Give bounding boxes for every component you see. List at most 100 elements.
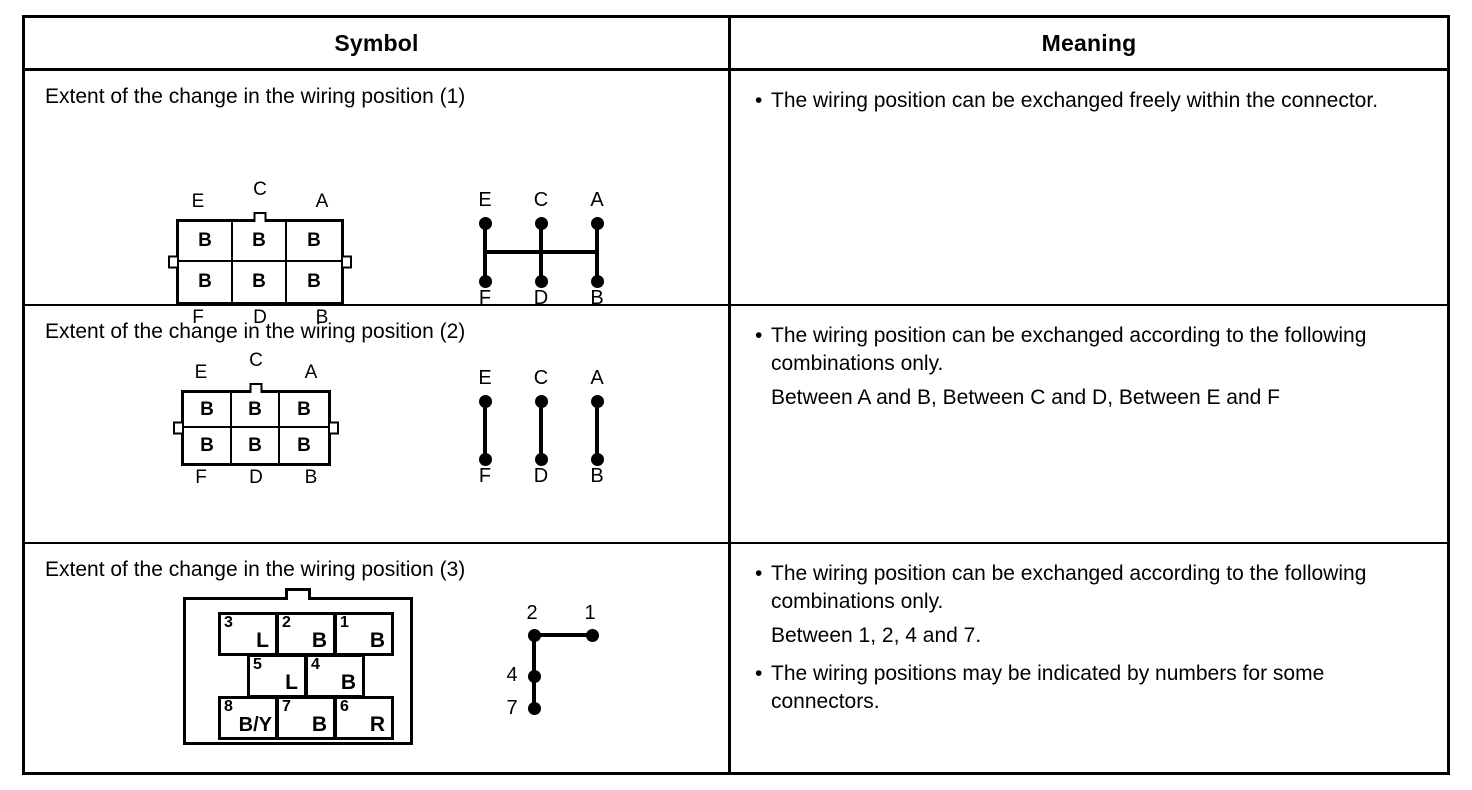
schematic-label-a: A xyxy=(590,367,604,389)
connector-cell: B xyxy=(287,222,341,262)
schematic-node xyxy=(591,453,604,466)
connector-cell: B xyxy=(233,262,287,302)
meaning-bullet: • The wiring position can be exchanged f… xyxy=(753,87,1429,115)
connector-diagram-2: E C A B B B B B B F D xyxy=(173,350,339,488)
meaning-bullet: • The wiring positions may be indicated … xyxy=(753,660,1429,716)
pin-number: 6 xyxy=(340,698,349,715)
pin-label-top-e: E xyxy=(194,362,208,383)
connector-grid-1: B B B B B B xyxy=(168,212,352,305)
schematic-node xyxy=(479,395,492,408)
pin-cell: 1 B xyxy=(334,612,394,656)
schematic-label-f: F xyxy=(478,465,492,487)
connector-cell: B xyxy=(307,271,321,292)
pin-number: 8 xyxy=(224,698,233,715)
connector-cell: B xyxy=(179,262,233,302)
schematic-line xyxy=(595,399,599,461)
schematic-node xyxy=(591,217,604,230)
schematic-node xyxy=(535,453,548,466)
table-header-row: Symbol Meaning xyxy=(25,18,1447,71)
schematic-label-d: D xyxy=(533,465,549,487)
pin-label-bottom-d: D xyxy=(253,307,267,328)
pin-cell: 5 L xyxy=(247,654,307,698)
schematic-node xyxy=(591,395,604,408)
pin-label-bottom-b: B xyxy=(304,467,318,488)
connector-right-tab-2 xyxy=(328,421,339,435)
connector-diagram-1: E C A B B B B B B F D xyxy=(168,179,352,328)
connector-cell: B xyxy=(233,222,287,262)
pin-cell: 8 B/Y xyxy=(218,696,278,740)
pin-label-top-c: C xyxy=(253,179,267,200)
schematic-node xyxy=(479,275,492,288)
pin-label-top-a: A xyxy=(315,191,329,212)
pin-number: 7 xyxy=(282,698,291,715)
pin-code: B xyxy=(311,713,327,736)
connector-cell: B xyxy=(184,393,232,428)
schematic-label-f: F xyxy=(478,287,492,309)
schematic-label-e: E xyxy=(478,189,492,211)
symbol-cell-3: Extent of the change in the wiring posit… xyxy=(25,544,731,775)
pin-number: 1 xyxy=(340,614,349,631)
bullet-icon: • xyxy=(755,324,763,347)
schematic-node xyxy=(528,702,541,715)
bullet-icon: • xyxy=(755,562,763,585)
schematic-node xyxy=(479,217,492,230)
row-title-2: Extent of the change in the wiring posit… xyxy=(45,320,466,343)
meaning-note: Between 1, 2, 4 and 7. xyxy=(771,624,982,647)
schematic-line xyxy=(532,633,592,637)
pin-label-top-e: E xyxy=(191,191,205,212)
table-row: Extent of the change in the wiring posit… xyxy=(25,306,1447,544)
meaning-cell-2: • The wiring position can be exchanged a… xyxy=(731,306,1447,542)
schematic-label-d: D xyxy=(533,287,549,309)
schematic-label-7: 7 xyxy=(506,697,518,719)
schematic-diagram-2: E C A F D B xyxy=(457,367,617,487)
connector-diagram-3: 3 L 2 B 1 B 5 L xyxy=(183,588,413,745)
row-title-3: Extent of the change in the wiring posit… xyxy=(45,558,466,581)
pin-number: 4 xyxy=(311,656,320,673)
bullet-icon: • xyxy=(755,662,763,685)
meaning-cell-3: • The wiring position can be exchanged a… xyxy=(731,544,1447,775)
connector-left-tab-2 xyxy=(173,421,184,435)
meaning-text: The wiring position can be exchanged acc… xyxy=(771,562,1367,613)
schematic-node xyxy=(535,217,548,230)
pin-code: R xyxy=(369,713,385,736)
pin-cell: 2 B xyxy=(276,612,336,656)
pin-label-bottom-f: F xyxy=(192,307,204,328)
table-row: Extent of the change in the wiring posit… xyxy=(25,544,1447,775)
bullet-icon: • xyxy=(755,89,763,112)
pin-code: L xyxy=(256,629,269,652)
schematic-label-2: 2 xyxy=(526,602,538,624)
schematic-node xyxy=(535,275,548,288)
schematic-line xyxy=(483,399,487,461)
schematic-node xyxy=(586,629,599,642)
meaning-text: The wiring position can be exchanged fre… xyxy=(771,89,1379,112)
connector-top-tab-1 xyxy=(253,212,267,222)
pin-cell: 6 R xyxy=(334,696,394,740)
pin-code: B xyxy=(369,629,385,652)
connector-cell: B xyxy=(184,428,232,463)
schematic-diagram-1: E C A F D B xyxy=(457,189,617,309)
meaning-bullet: • The wiring position can be exchanged a… xyxy=(753,322,1429,378)
schematic-node xyxy=(535,395,548,408)
connector-cell: B xyxy=(297,434,311,456)
pin-label-top-a: A xyxy=(304,362,318,383)
symbol-cell-1: Extent of the change in the wiring posit… xyxy=(25,71,731,328)
schematic-label-a: A xyxy=(590,189,604,211)
pin-label-top-c: C xyxy=(249,350,263,371)
schematic-node xyxy=(528,670,541,683)
pin-cell: 4 B xyxy=(305,654,365,698)
schematic-node xyxy=(528,629,541,642)
pin-cell: 3 L xyxy=(218,612,278,656)
schematic-label-1: 1 xyxy=(584,602,596,624)
connector-cell: B xyxy=(232,428,280,463)
pin-label-bottom-b: B xyxy=(315,307,329,328)
row-title-1: Extent of the change in the wiring posit… xyxy=(45,85,466,108)
table-row: Extent of the change in the wiring posit… xyxy=(25,71,1447,328)
schematic-diagram-3: 2 1 4 7 xyxy=(491,602,621,722)
schematic-label-c: C xyxy=(533,367,549,389)
symbol-cell-2: Extent of the change in the wiring posit… xyxy=(25,306,731,542)
schematic-node xyxy=(591,275,604,288)
pin-label-bottom-d: D xyxy=(249,467,263,488)
pin-code: B xyxy=(311,629,327,652)
header-cell-meaning: Meaning xyxy=(1041,29,1137,56)
